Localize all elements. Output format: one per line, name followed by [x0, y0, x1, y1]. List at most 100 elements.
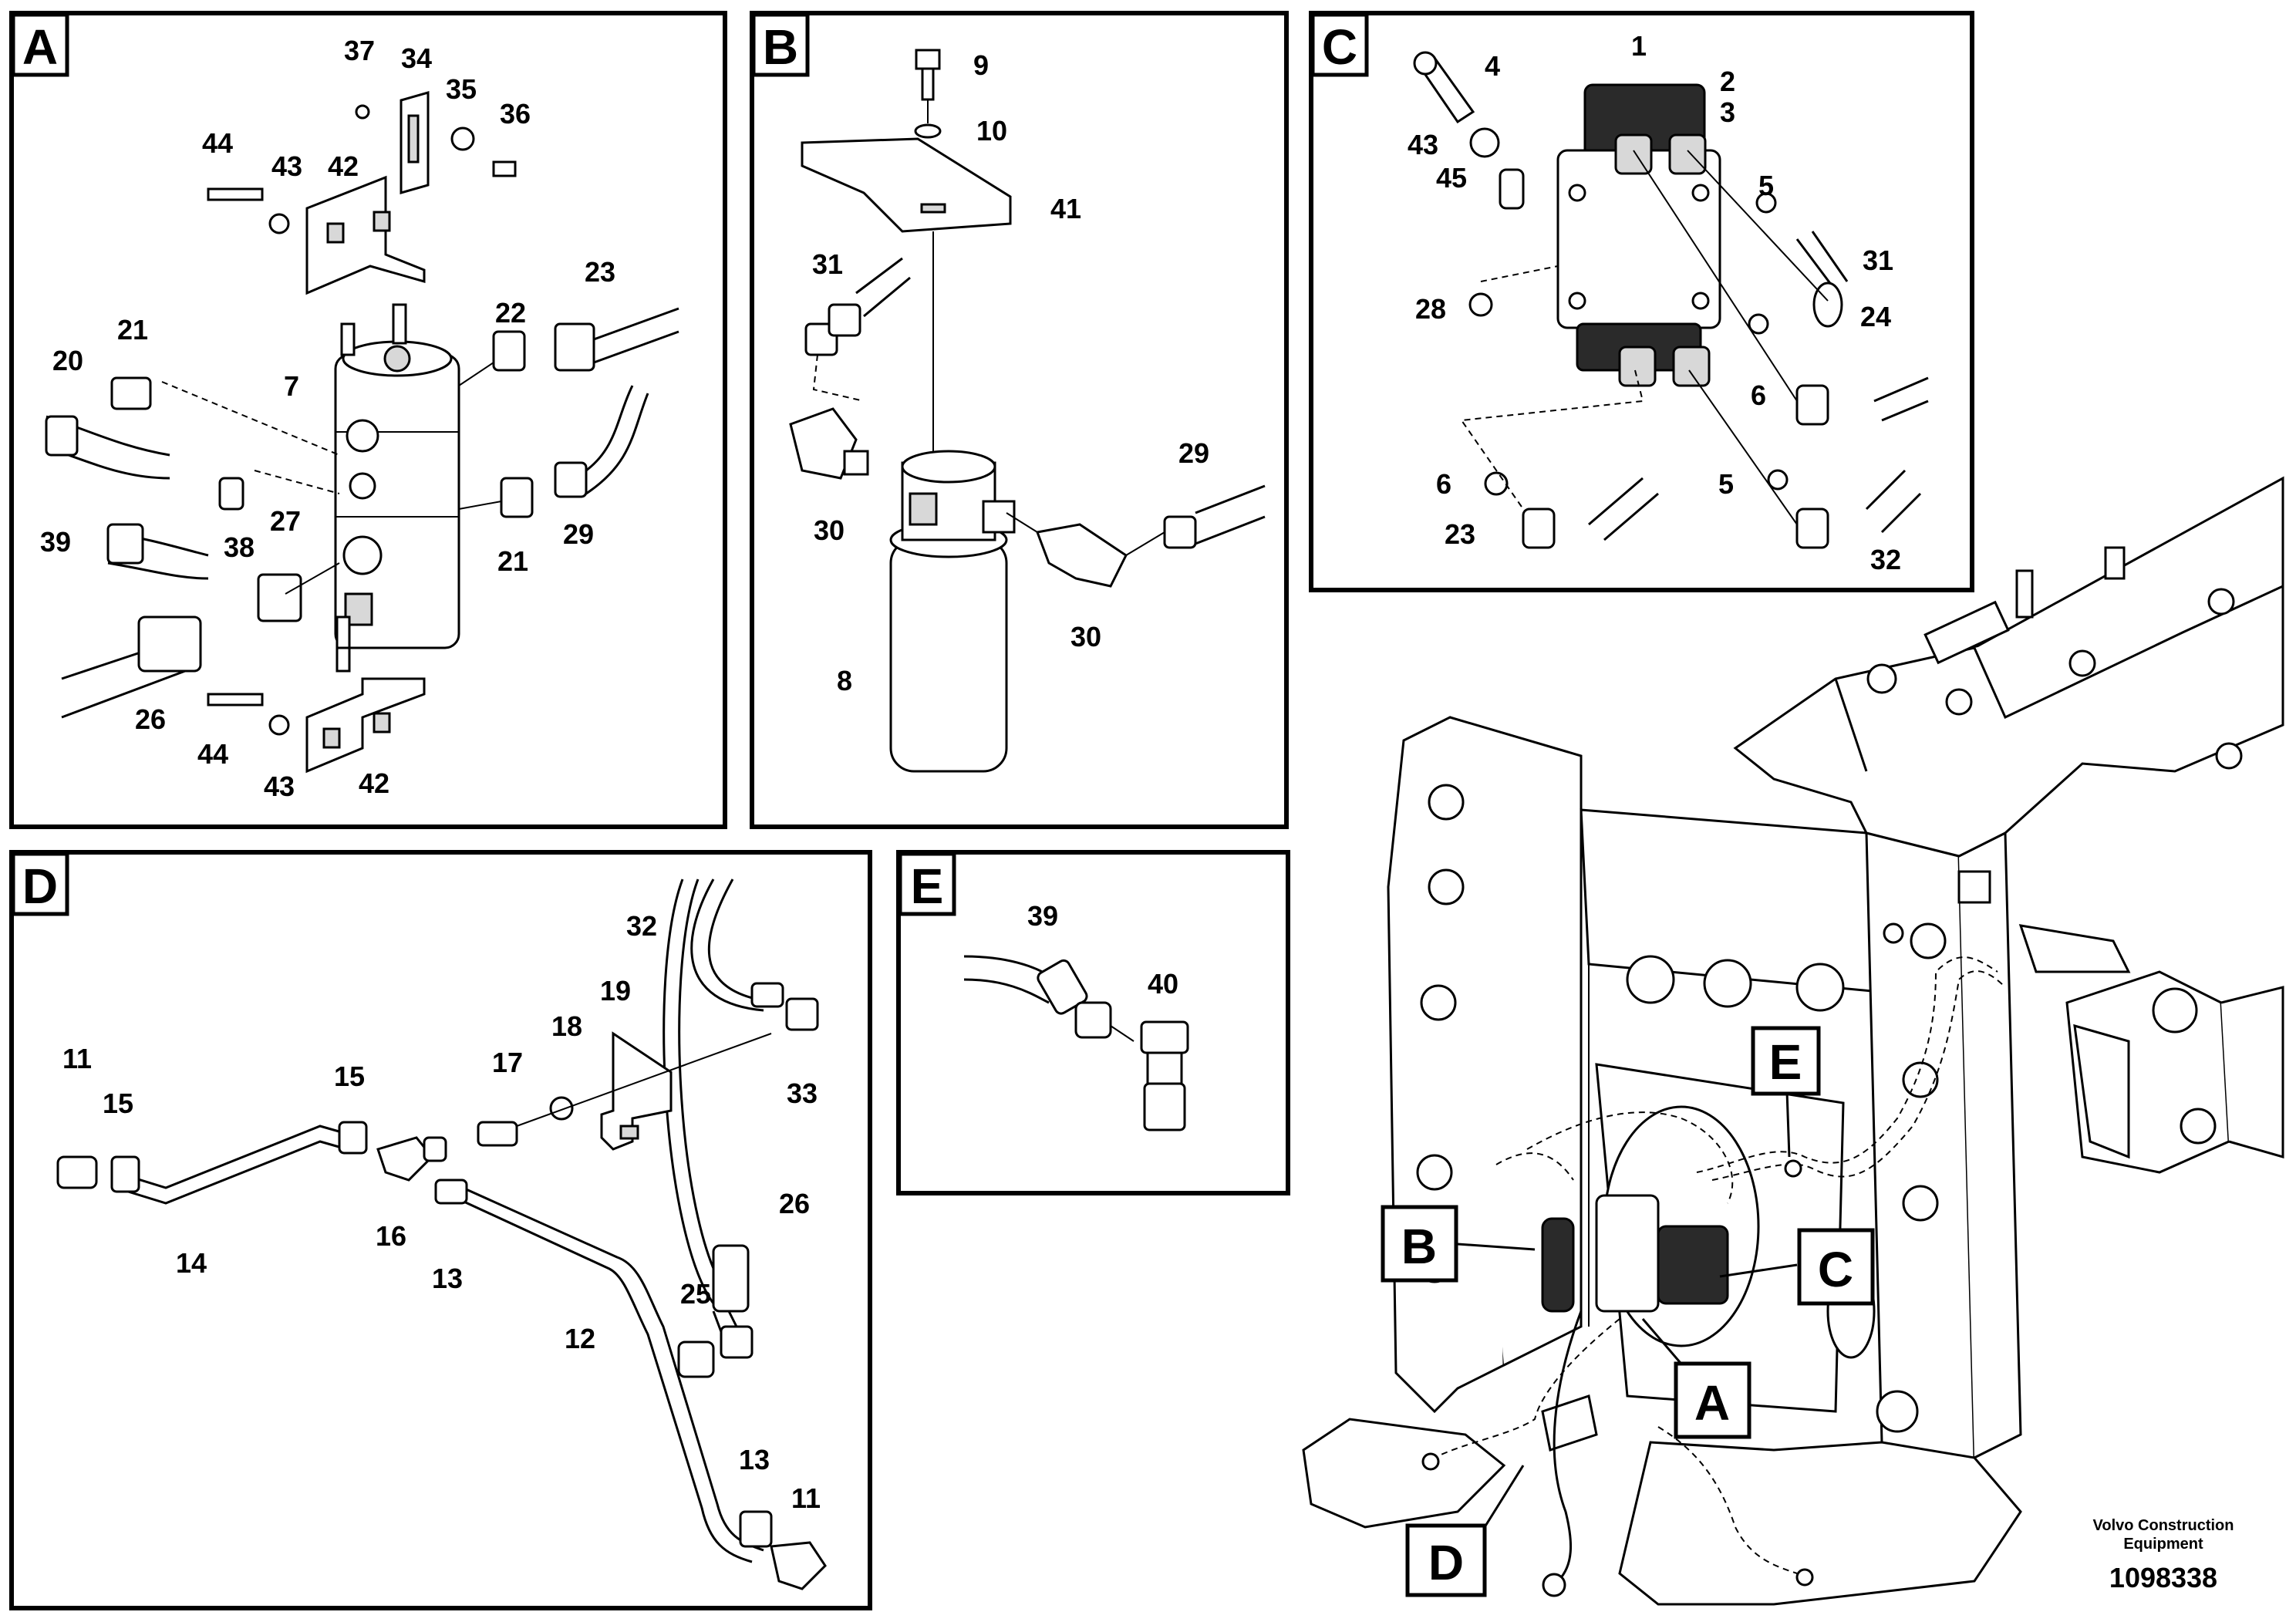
- callout-e-39: 39: [1027, 900, 1058, 932]
- callout-c-32: 32: [1870, 544, 1901, 575]
- plate: [801, 137, 1012, 233]
- callout-d-12: 12: [565, 1323, 595, 1354]
- drawing-number: 1098338: [2109, 1562, 2217, 1593]
- panel-a-label: A: [22, 19, 58, 75]
- panel-c-labels: 1 4 2 3 43 45 5 31 28 24 6 6 5 23 32: [1408, 30, 1901, 575]
- callout-c-6-left: 6: [1436, 468, 1451, 500]
- panel-e-tag: [898, 851, 956, 916]
- overview-callouts: B C A E D: [1381, 1026, 1875, 1597]
- callout-a-35: 35: [446, 73, 477, 105]
- company-name-line2: Equipment: [2123, 1536, 2203, 1553]
- callout-b-29: 29: [1178, 437, 1209, 469]
- panel-d-label: D: [22, 858, 58, 914]
- callout-a-43-top: 43: [271, 150, 302, 182]
- callout-a-29: 29: [563, 518, 594, 550]
- callout-d-33: 33: [787, 1077, 818, 1109]
- bracket-top: [305, 175, 426, 295]
- callout-c-28: 28: [1415, 293, 1446, 325]
- callout-d-16: 16: [376, 1220, 406, 1252]
- panel-a-tag: [11, 12, 69, 77]
- panel-b-label: B: [763, 19, 798, 75]
- panel-a: A: [9, 11, 727, 829]
- panel-d-tag: [11, 851, 69, 916]
- callout-c-45: 45: [1436, 162, 1467, 194]
- callout-c-1: 1: [1631, 30, 1647, 62]
- panel-b-tag: [751, 12, 810, 77]
- overview-callout-c-label: C: [1818, 1242, 1853, 1297]
- bracket-bottom: [305, 677, 426, 774]
- callout-c-24: 24: [1860, 301, 1891, 332]
- callout-a-21-bottom: 21: [497, 545, 528, 577]
- bracket-19: [600, 1031, 673, 1151]
- callout-a-39: 39: [40, 526, 71, 558]
- panel-e-labels: 39 40: [1027, 900, 1178, 1000]
- callout-a-7: 7: [284, 370, 299, 402]
- callout-a-23: 23: [585, 256, 615, 288]
- callout-a-34: 34: [401, 42, 432, 74]
- callout-d-13-top: 13: [432, 1263, 463, 1294]
- panel-e: E: [896, 850, 1290, 1195]
- overview-callout-a: [1674, 1361, 1752, 1439]
- panel-a-frame: [9, 11, 727, 829]
- callout-d-26: 26: [779, 1188, 810, 1219]
- callout-a-21-top: 21: [117, 314, 148, 346]
- callout-a-37: 37: [344, 35, 375, 66]
- panel-c-tag: [1310, 12, 1369, 77]
- callout-a-38: 38: [224, 531, 255, 563]
- overview-callout-a-label: A: [1694, 1375, 1730, 1431]
- callout-a-22: 22: [495, 297, 526, 329]
- callout-d-15-left: 15: [103, 1088, 133, 1119]
- panel-b-labels: 9 10 41 31 29 30 30 8: [812, 49, 1209, 696]
- sensor-body: [1140, 1020, 1189, 1054]
- callout-d-25: 25: [680, 1278, 711, 1310]
- callout-b-10: 10: [976, 115, 1007, 147]
- callout-c-5-top: 5: [1758, 170, 1774, 201]
- overview-callout-c: [1797, 1228, 1875, 1306]
- overview-callout-e-label: E: [1769, 1034, 1802, 1090]
- callout-c-4: 4: [1485, 50, 1500, 82]
- panel-d-labels: 32 19 18 17 11 15 15 33 26 16 14 13 25 1…: [62, 910, 821, 1514]
- callout-b-41: 41: [1050, 193, 1081, 224]
- callout-c-2: 2: [1720, 66, 1735, 97]
- callout-c-6-right: 6: [1751, 379, 1766, 411]
- panel-e-label: E: [911, 858, 944, 914]
- callout-d-18: 18: [551, 1010, 582, 1042]
- callout-a-43-bottom: 43: [264, 771, 295, 802]
- callout-c-23: 23: [1445, 518, 1475, 550]
- overview-callout-d-label: D: [1428, 1535, 1464, 1590]
- callout-b-30-right: 30: [1070, 621, 1101, 653]
- callout-b-31: 31: [812, 248, 843, 280]
- callout-d-32: 32: [626, 910, 657, 942]
- panel-d: D: [9, 850, 872, 1610]
- callout-a-42-top: 42: [328, 150, 359, 182]
- callout-d-17: 17: [492, 1047, 523, 1078]
- company-name-line1: Volvo Construction: [2093, 1517, 2234, 1534]
- callout-d-15-right: 15: [334, 1061, 365, 1092]
- callout-a-44-top: 44: [202, 127, 233, 159]
- callout-e-40: 40: [1148, 968, 1178, 1000]
- panel-c-label: C: [1322, 19, 1357, 75]
- panel-c: C: [1309, 11, 1974, 592]
- callout-b-8: 8: [837, 665, 852, 696]
- callout-a-27: 27: [270, 505, 301, 537]
- callout-a-26: 26: [135, 703, 166, 735]
- callout-b-9: 9: [973, 49, 989, 81]
- footer: Volvo Construction Equipment 1098338: [2093, 1517, 2234, 1593]
- overview-callout-b-label: B: [1401, 1219, 1437, 1274]
- callout-a-36: 36: [500, 98, 531, 130]
- panel-c-frame: [1309, 11, 1974, 592]
- callout-d-19: 19: [600, 975, 631, 1007]
- panel-a-labels: 37 34 35 36 44 43 42 23 22 21 20 7 39 38…: [40, 35, 615, 802]
- callout-a-42-bottom: 42: [359, 767, 389, 799]
- overview-callout-d: [1405, 1523, 1487, 1597]
- filter-canister: [889, 538, 1008, 773]
- callout-d-11-left: 11: [62, 1043, 92, 1074]
- panel-b-frame: [750, 11, 1289, 829]
- machine-frame-overview: [1302, 476, 2284, 1606]
- callout-d-14: 14: [176, 1247, 207, 1279]
- callout-c-31: 31: [1863, 244, 1893, 276]
- callout-a-20: 20: [52, 345, 83, 376]
- callout-b-30-left: 30: [814, 514, 845, 546]
- panel-e-frame: [896, 850, 1290, 1195]
- panel-d-frame: [9, 850, 872, 1610]
